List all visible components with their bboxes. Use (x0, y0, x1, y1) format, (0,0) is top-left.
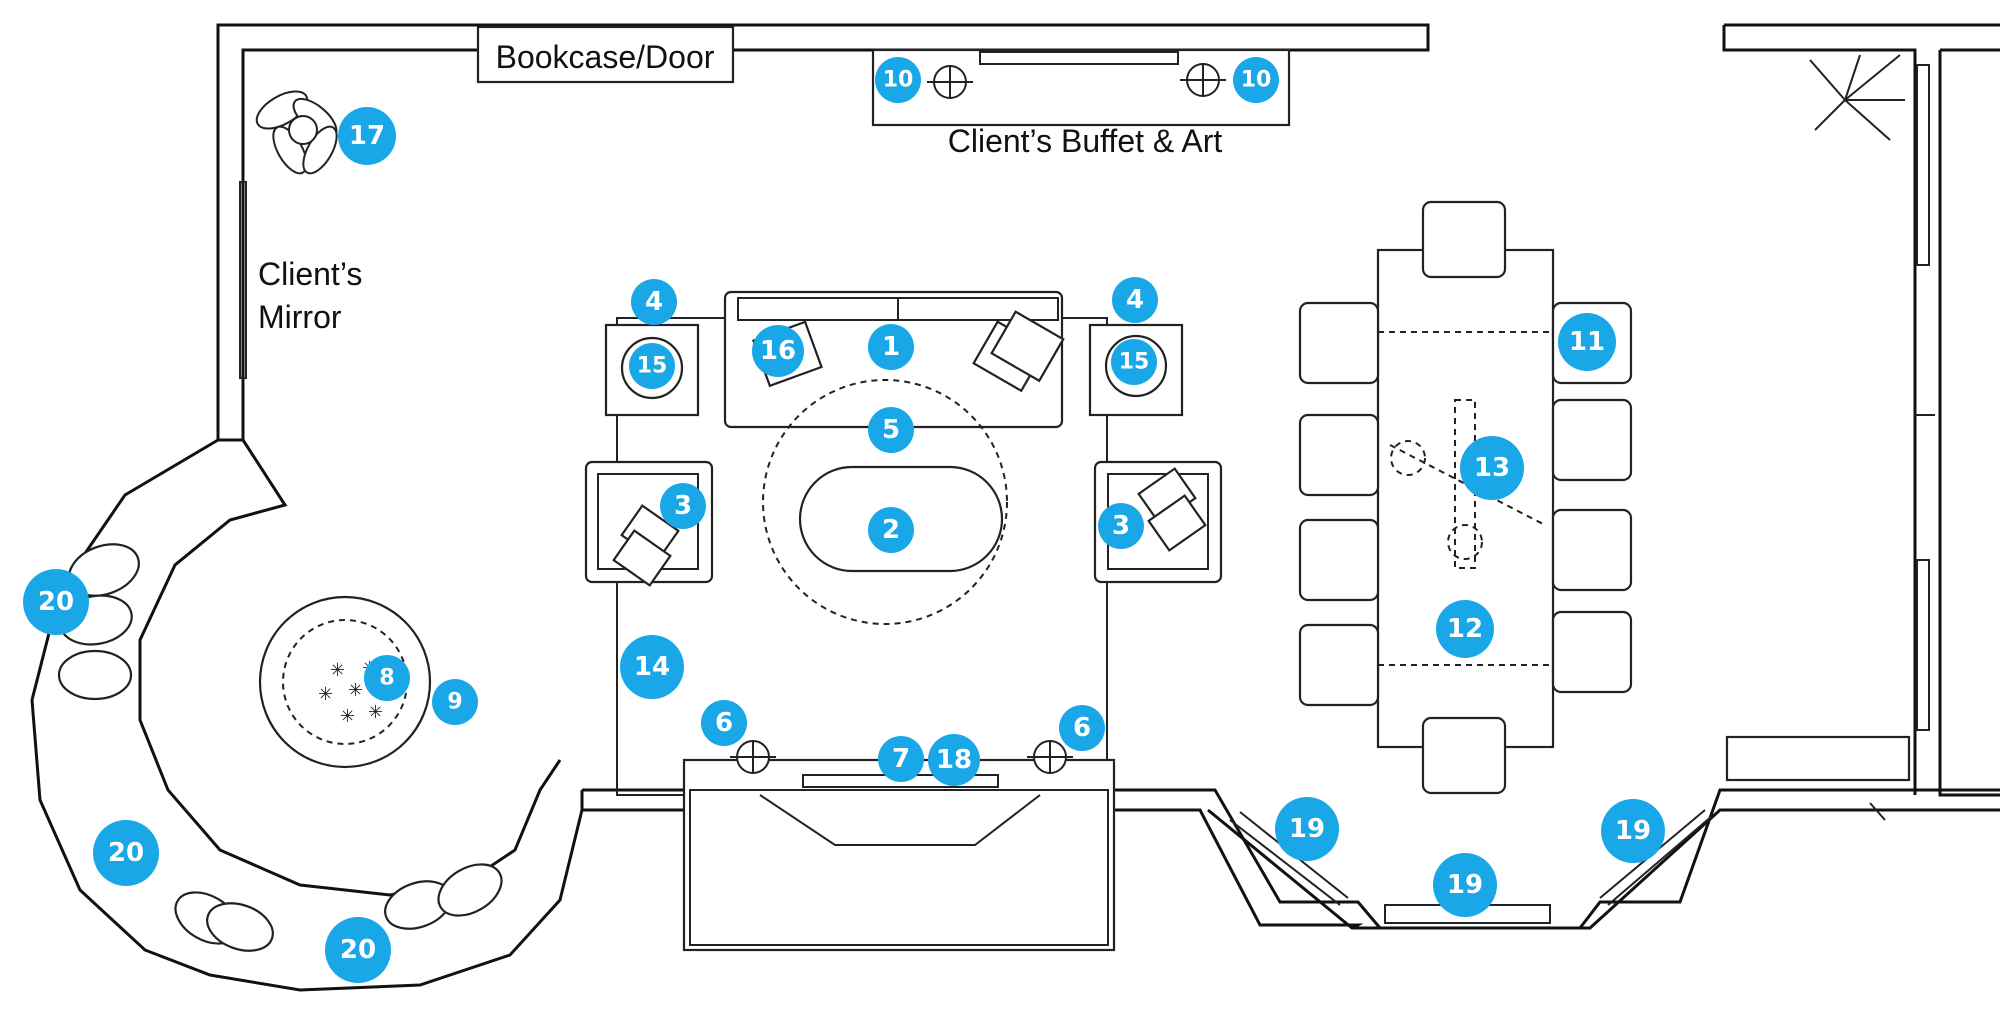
svg-text:✳: ✳ (340, 706, 355, 727)
svg-text:2: 2 (882, 515, 900, 545)
svg-text:13: 13 (1474, 453, 1510, 483)
badge-14: 14 (620, 635, 684, 699)
svg-text:15: 15 (1119, 350, 1150, 375)
nook: ✳✳✳ ✳✳✳ (57, 54, 1905, 952)
badge-13: 13 (1460, 436, 1524, 500)
svg-text:✳: ✳ (348, 680, 363, 701)
badge-19c: 19 (1601, 799, 1665, 863)
svg-text:✳: ✳ (318, 684, 333, 705)
badge-10b: 10 (1233, 57, 1279, 103)
badge-20b: 20 (93, 820, 159, 886)
badge-10a: 10 (875, 57, 921, 103)
badge-20c: 20 (325, 917, 391, 983)
badge-5: 5 (868, 407, 914, 453)
badge-4a: 4 (631, 279, 677, 325)
mirror-label-line2: Mirror (258, 299, 342, 335)
bookcase-label: Bookcase/Door (496, 39, 715, 75)
client-buffet: Client’s Buffet & Art (871, 48, 1291, 159)
svg-text:20: 20 (340, 935, 376, 965)
svg-text:9: 9 (447, 690, 462, 715)
badge-6a: 6 (701, 700, 747, 746)
living-area (584, 63, 1226, 952)
svg-text:19: 19 (1615, 816, 1651, 846)
svg-text:4: 4 (645, 287, 663, 317)
badge-18: 18 (928, 734, 980, 786)
svg-text:✳: ✳ (330, 660, 345, 681)
svg-text:12: 12 (1447, 614, 1483, 644)
svg-text:17: 17 (349, 121, 385, 151)
badge-3b: 3 (1098, 503, 1144, 549)
bookcase-door: Bookcase/Door (476, 25, 735, 84)
svg-text:3: 3 (1112, 511, 1130, 541)
buffet-label: Client’s Buffet & Art (948, 123, 1223, 159)
badge-4b: 4 (1112, 277, 1158, 323)
svg-text:5: 5 (882, 415, 900, 445)
svg-text:18: 18 (936, 745, 972, 775)
badge-9: 9 (432, 679, 478, 725)
badge-17: 17 (338, 107, 396, 165)
badge-8: 8 (364, 655, 410, 701)
svg-text:1: 1 (882, 332, 900, 362)
svg-text:15: 15 (637, 354, 668, 379)
svg-text:10: 10 (883, 68, 914, 93)
badge-19a: 19 (1275, 797, 1339, 861)
badge-15b: 15 (1111, 339, 1157, 385)
badge-11: 11 (1558, 313, 1616, 371)
svg-text:20: 20 (38, 587, 74, 617)
badge-2: 2 (868, 507, 914, 553)
svg-text:19: 19 (1447, 870, 1483, 900)
badge-7: 7 (878, 736, 924, 782)
svg-text:19: 19 (1289, 814, 1325, 844)
badges: 1 2 3 3 4 4 5 6 6 7 8 9 10 10 11 12 13 1… (23, 57, 1665, 983)
svg-text:6: 6 (715, 708, 733, 738)
badge-20a: 20 (23, 569, 89, 635)
svg-text:11: 11 (1569, 327, 1605, 357)
svg-text:3: 3 (674, 491, 692, 521)
badge-16: 16 (752, 325, 804, 377)
svg-text:✳: ✳ (368, 702, 383, 723)
badge-1: 1 (868, 324, 914, 370)
svg-text:16: 16 (760, 336, 796, 366)
badge-6b: 6 (1059, 705, 1105, 751)
svg-text:8: 8 (379, 666, 394, 691)
badge-15a: 15 (629, 343, 675, 389)
mirror-label-line1: Client’s (258, 256, 362, 292)
badge-19b: 19 (1433, 853, 1497, 917)
svg-text:14: 14 (634, 652, 670, 682)
svg-text:4: 4 (1126, 285, 1144, 315)
svg-text:7: 7 (892, 744, 910, 774)
dining-area (1298, 200, 1633, 795)
svg-text:6: 6 (1073, 713, 1091, 743)
badge-3a: 3 (660, 483, 706, 529)
svg-text:10: 10 (1241, 68, 1272, 93)
svg-text:20: 20 (108, 838, 144, 868)
badge-12: 12 (1436, 600, 1494, 658)
